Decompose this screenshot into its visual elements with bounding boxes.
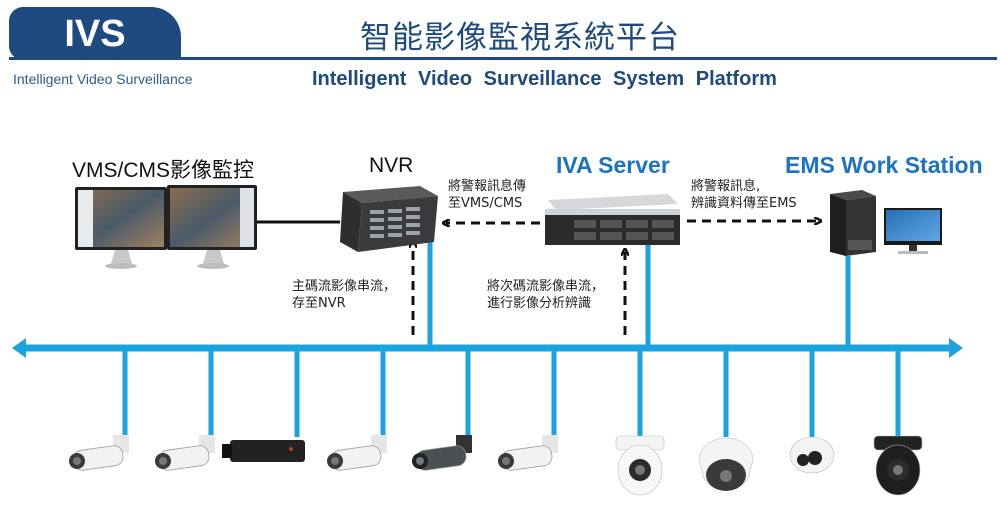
arrow-right-icon: [949, 338, 963, 358]
bullet-camera-icon: [498, 435, 558, 471]
note-iva-to-vms: 將警報訊息傳 至VMS/CMS: [448, 178, 526, 212]
workstation-icon: [830, 190, 942, 256]
logo-subtitle: Intelligent Video Surveillance: [13, 71, 193, 87]
note-line: 辨識資料傳至EMS: [691, 196, 797, 211]
logo-tab: [9, 7, 181, 60]
note-iva-to-ems: 將警報訊息, 辨識資料傳至EMS: [691, 178, 797, 212]
ptz-camera-icon: [615, 435, 665, 496]
bullet-camera-icon: [412, 435, 472, 471]
network-backbone: [12, 238, 963, 437]
rack-server-icon: [545, 194, 680, 245]
vms-label: VMS/CMS影像監控: [72, 159, 255, 182]
note-main-stream: 主碼流影像串流， 存至NVR: [292, 278, 396, 312]
ptz-camera-icon: [873, 435, 923, 496]
note-line: 將次碼流影像串流，: [487, 279, 605, 294]
note-line: 主碼流影像串流，: [292, 279, 397, 294]
nvr-rack-icon: [340, 186, 438, 252]
arrow-left-icon: [12, 338, 26, 358]
ems-label: EMS Work Station: [785, 152, 983, 178]
note-line: 至VMS/CMS: [448, 196, 523, 211]
iva-label: IVA Server: [556, 152, 670, 178]
nvr-label: NVR: [369, 154, 414, 177]
dual-monitor-icon: [75, 185, 257, 269]
turret-camera-icon: [789, 436, 835, 474]
header-rule: [9, 57, 997, 60]
page-title: 智能影像監視系統平台: [360, 20, 680, 56]
note-sub-stream: 將次碼流影像串流， 進行影像分析辨識: [487, 278, 604, 312]
note-line: 將警報訊息傳: [448, 179, 527, 194]
bullet-camera-icon: [327, 435, 387, 471]
dome-camera-icon: [698, 437, 754, 491]
logo-text: IVS: [64, 13, 126, 55]
box-camera-icon: [222, 440, 305, 462]
bullet-camera-icon: [155, 435, 215, 471]
note-line: 將警報訊息,: [691, 179, 761, 194]
note-line: 進行影像分析辨識: [487, 296, 592, 311]
page-subtitle: Intelligent Video Surveillance System Pl…: [312, 68, 777, 90]
bullet-camera-icon: [69, 435, 129, 471]
note-line: 存至NVR: [292, 296, 346, 311]
